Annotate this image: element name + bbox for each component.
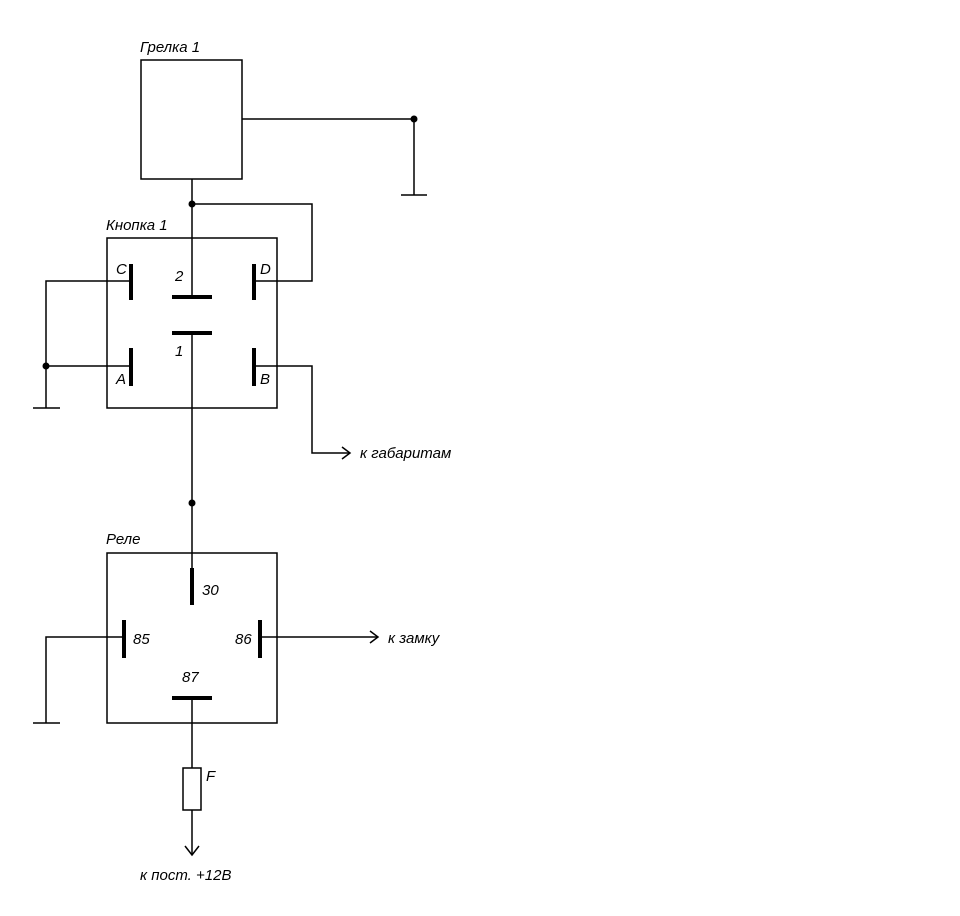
pin-c-wire <box>45 280 131 408</box>
arrow-to-lights-icon <box>341 446 352 460</box>
pin-85-wire <box>45 636 124 723</box>
fuse-label: F <box>206 768 216 785</box>
heater-title: Грелка 1 <box>140 39 200 56</box>
pin-a-label: A <box>115 371 126 388</box>
to-power-label: к пост. +12В <box>140 867 231 884</box>
heater-box <box>140 59 243 180</box>
pin-1-label: 1 <box>175 343 183 360</box>
pin-b-wire <box>254 365 350 454</box>
pin-86-label: 86 <box>235 631 252 648</box>
fuse-icon <box>182 767 202 811</box>
heater-ground-wire <box>242 118 415 195</box>
pin-30-label: 30 <box>202 582 219 599</box>
pin-87-label: 87 <box>182 669 199 686</box>
pin-c-label: C <box>116 261 127 278</box>
button-ground-junction-dot <box>42 362 50 370</box>
to-lights-label: к габаритам <box>360 445 451 462</box>
relay-junction-dot <box>188 499 196 507</box>
to-lock-label: к замку <box>388 630 441 647</box>
pin-d-wire <box>192 203 313 282</box>
relay-title: Реле <box>106 531 140 548</box>
pin-b-label: B <box>260 371 270 388</box>
arrow-to-lock-icon <box>369 630 380 644</box>
heater-junction-dot <box>410 115 418 123</box>
pin-85-label: 85 <box>133 631 150 648</box>
button-title: Кнопка 1 <box>106 217 168 234</box>
pin-2-label: 2 <box>174 268 184 285</box>
arrow-to-power-icon <box>184 845 200 857</box>
pin-d-label: D <box>260 261 271 278</box>
